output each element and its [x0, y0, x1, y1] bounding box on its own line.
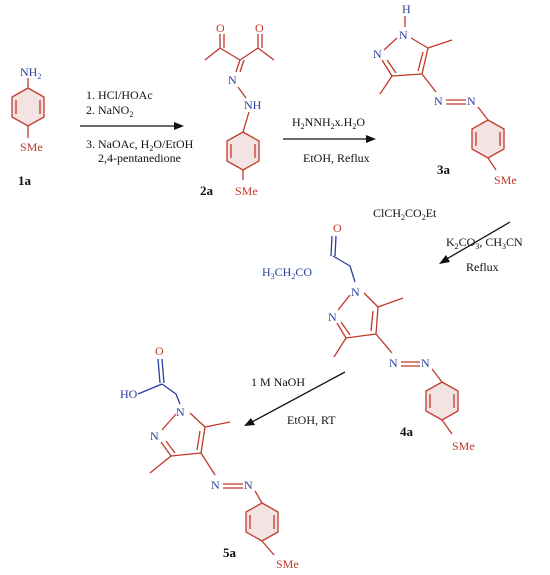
hydrazone-nh-label: NH [244, 98, 262, 112]
compound-label-1a: 1a [18, 173, 32, 188]
benzene-ring-5a [246, 503, 278, 541]
compound-2a-structure: O O N NH SMe 2a [200, 21, 275, 198]
step3-reagent: ClCH2CO2Et [373, 206, 437, 222]
ester-carbonyl-o-label: O [333, 221, 342, 235]
pyrazole-n2-label-4a: N [328, 310, 337, 324]
arrowhead-4 [244, 418, 255, 426]
compound-4a-structure: O H3CH2CO N N N N SMe 4a [262, 221, 475, 453]
benzene-ring-4a [426, 382, 458, 420]
azo-n1-label-3a: N [434, 94, 443, 108]
arrowhead-2 [366, 135, 376, 143]
arrowhead-3 [439, 255, 450, 264]
ketone-oxygen-2: O [255, 21, 264, 35]
pyrazole-n2-label-5a: N [150, 429, 159, 443]
compound-5a-structure: O HO N N N N SMe 5a [120, 344, 299, 571]
nh2-group-label: NH2 [20, 65, 41, 81]
compound-label-5a: 5a [223, 545, 237, 560]
ketone-oxygen-1: O [216, 21, 225, 35]
benzene-ring-3a [472, 120, 504, 158]
benzene-ring-1a [12, 88, 44, 126]
azo-n2-label-3a: N [467, 94, 476, 108]
reaction-arrow-3 [444, 221, 511, 261]
compound-label-3a: 3a [437, 162, 451, 177]
step1-condition-2: 2. NaNO2 [86, 103, 133, 119]
acid-carbonyl-o-label: O [155, 344, 164, 358]
sme-group-label-2a: SMe [235, 184, 258, 198]
pyrazole-n1-label-5a: N [176, 405, 185, 419]
sme-group-label-5a: SMe [276, 557, 299, 571]
step4-condition: EtOH, RT [287, 413, 336, 427]
pyrazole-h-label-3a: H [402, 2, 411, 16]
azo-n2-label-5a: N [244, 478, 253, 492]
compound-label-2a: 2a [200, 183, 214, 198]
acid-ho-label: HO [120, 387, 138, 401]
step3-base-solvent: K2CO3, CH3CN [446, 235, 523, 251]
pyrazole-n1-label-4a: N [351, 285, 360, 299]
step1-condition-1: 1. HCl/HOAc [86, 88, 153, 102]
ester-ethyl-group-label: H3CH2CO [262, 265, 312, 281]
sme-group-label-3a: SMe [494, 173, 517, 187]
step2-condition: EtOH, Reflux [303, 151, 370, 165]
pyrazole-n2-label-3a: N [373, 47, 382, 61]
compound-3a-structure: H N N N N SMe 3a [373, 2, 517, 187]
hydrazone-n-label: N [228, 73, 237, 87]
step1-condition-4: 2,4-pentanedione [98, 151, 181, 165]
reaction-arrow-4 [249, 371, 346, 424]
benzene-ring-2a [227, 132, 259, 170]
pyrazole-n1-label-3a: N [399, 28, 408, 42]
compound-label-4a: 4a [400, 424, 414, 439]
step3-condition: Reflux [466, 260, 499, 274]
azo-n1-label-5a: N [211, 478, 220, 492]
azo-n1-label-4a: N [389, 356, 398, 370]
azo-n2-label-4a: N [421, 356, 430, 370]
step1-condition-3: 3. NaOAc, H2O/EtOH [86, 137, 194, 153]
step2-reagent: H2NNH2x.H2O [292, 115, 365, 131]
step4-reagent: 1 M NaOH [251, 375, 305, 389]
arrowhead-1 [174, 122, 184, 130]
compound-1a-structure: NH2 SMe 1a [11, 65, 45, 188]
sme-group-label-4a: SMe [452, 439, 475, 453]
sme-group-label-1a: SMe [20, 140, 43, 154]
